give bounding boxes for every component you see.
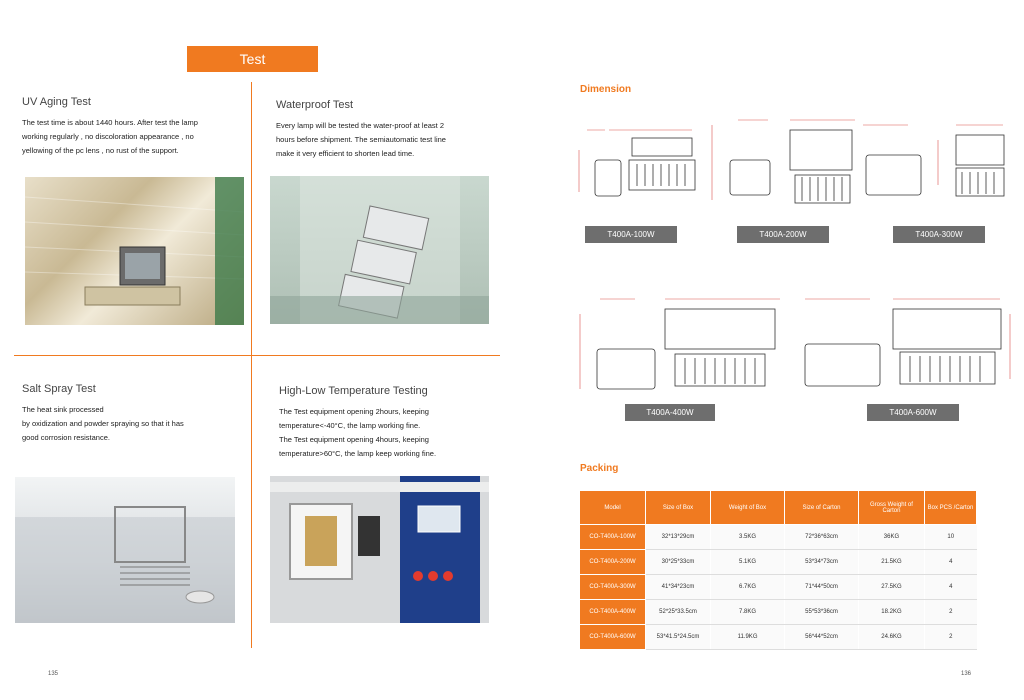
header-size-of-carton: Size of Carton (784, 490, 859, 525)
cell-gross-weight: 27.5KG (857, 574, 925, 600)
table-row: CO-T400A-300W 41*34*23cm 6.7KG 71*44*50c… (578, 574, 977, 600)
water-line-2: hours before shipment. The semiautomatic… (276, 135, 446, 144)
drawing-400w (575, 294, 785, 394)
cell-box-pcs: 10 (924, 524, 977, 550)
uv-aging-text: The test time is about 1440 hours. After… (22, 116, 247, 158)
water-line-1: Every lamp will be tested the water-proo… (276, 121, 444, 130)
cell-model: CO-T400A-400W (578, 599, 646, 625)
cell-size-of-box: 53*41.5*24.5cm (645, 624, 711, 650)
table-row: CO-T400A-200W 30*25*33cm 5.1KG 53*34*73c… (578, 549, 977, 575)
uv-aging-photo (25, 177, 244, 325)
dimension-title: Dimension (580, 84, 632, 95)
divider-horizontal (14, 355, 500, 356)
table-row: CO-T400A-400W 52*25*33.5cm 7.8KG 55*53*3… (578, 599, 977, 625)
cell-gross-weight: 36KG (857, 524, 925, 550)
cell-gross-weight: 21.5KG (857, 549, 925, 575)
temp-test-text: The Test equipment opening 2hours, keepi… (279, 405, 501, 461)
drawing-600w (795, 294, 1017, 394)
cell-box-pcs: 4 (924, 574, 977, 600)
cell-model: CO-T400A-600W (578, 624, 646, 650)
cell-box-pcs: 4 (924, 549, 977, 575)
cell-size-of-box: 32*13*29cm (645, 524, 711, 550)
technical-drawing-icon (863, 124, 1005, 197)
uv-line-2: working regularly , no discoloration app… (22, 132, 194, 141)
cell-model: CO-T400A-300W (578, 574, 646, 600)
cell-weight-of-box: 3.5KG (709, 524, 785, 550)
cell-weight-of-box: 5.1KG (709, 549, 785, 575)
cell-box-pcs: 2 (924, 599, 977, 625)
technical-drawing-icon (711, 119, 855, 204)
cell-size-of-box: 41*34*23cm (645, 574, 711, 600)
header-size-of-box: Size of Box (645, 490, 711, 525)
temp-test-photo (270, 476, 489, 623)
waterproof-lamp-illustration (270, 176, 489, 324)
temp-chamber-illustration (270, 476, 489, 623)
cell-model: CO-T400A-200W (578, 549, 646, 575)
label-300w: T400A-300W (893, 226, 985, 243)
test-banner: Test (187, 46, 318, 72)
header-weight-of-box: Weight of Box (709, 490, 786, 525)
salt-line-3: good corrosion resistance. (22, 433, 110, 442)
salt-spray-title: Salt Spray Test (22, 383, 96, 395)
salt-spray-text: The heat sink processed by oxidization a… (22, 403, 247, 445)
cell-size-of-carton: 56*44*52cm (784, 624, 859, 650)
waterproof-text: Every lamp will be tested the water-proo… (276, 119, 498, 161)
label-200w: T400A-200W (737, 226, 829, 243)
cell-weight-of-box: 6.7KG (709, 574, 785, 600)
technical-drawing-icon (579, 298, 780, 390)
page-number-left: 135 (48, 671, 59, 677)
drawing-100w (577, 120, 709, 216)
cell-gross-weight: 18.2KG (857, 599, 925, 625)
cell-box-pcs: 2 (924, 624, 977, 650)
uv-aging-title: UV Aging Test (22, 96, 91, 108)
cell-model: CO-T400A-100W (578, 524, 646, 550)
technical-drawing-icon (578, 129, 696, 197)
cell-size-of-carton: 72*36*63cm (784, 524, 859, 550)
cell-size-of-carton: 55*53*36cm (784, 599, 859, 625)
salt-spray-photo (15, 477, 235, 623)
cell-size-of-carton: 53*34*73cm (784, 549, 859, 575)
packing-title: Packing (580, 463, 619, 474)
temp-line-3: The Test equipment opening 4hours, keepi… (279, 435, 429, 444)
header-box-pcs: Box PCS /Carton (924, 490, 977, 525)
salt-line-1: The heat sink processed (22, 405, 104, 414)
cell-size-of-carton: 71*44*50cm (784, 574, 859, 600)
waterproof-title: Waterproof Test (276, 99, 354, 111)
cell-weight-of-box: 11.9KG (709, 624, 785, 650)
cell-size-of-box: 30*25*33cm (645, 549, 711, 575)
cell-size-of-box: 52*25*33.5cm (645, 599, 711, 625)
label-600w: T400A-600W (867, 404, 959, 421)
packing-header-row: Model Size of Box Weight of Box Size of … (578, 490, 977, 525)
temp-line-2: temperature<-40°C, the lamp working fine… (279, 421, 421, 430)
divider-vertical (251, 82, 252, 648)
table-row: CO-T400A-100W 32*13*29cm 3.5KG 72*36*63c… (578, 524, 977, 550)
header-model: Model (578, 490, 647, 525)
label-400w: T400A-400W (625, 404, 715, 421)
header-gross-weight: Gross Weight of Carton (857, 490, 926, 525)
page-number-right: 136 (961, 671, 972, 677)
uv-line-3: yellowing of the pc lens , no rust of th… (22, 146, 179, 155)
uv-chamber-illustration (25, 177, 244, 325)
cell-weight-of-box: 7.8KG (709, 599, 785, 625)
uv-line-1: The test time is about 1440 hours. After… (22, 118, 198, 127)
technical-drawing-icon (804, 298, 1011, 387)
drawing-200w (710, 115, 858, 215)
temp-line-4: temperature>60°C, the lamp keep working … (279, 449, 437, 458)
salt-line-2: by oxidization and powder spraying so th… (22, 419, 184, 428)
table-row: CO-T400A-600W 53*41.5*24.5cm 11.9KG 56*4… (578, 624, 977, 650)
packing-table: Model Size of Box Weight of Box Size of … (578, 490, 977, 650)
water-line-3: make it very efficient to shorten lead t… (276, 149, 415, 158)
drawing-300w (858, 120, 1008, 218)
salt-spray-chamber-illustration (15, 506, 235, 623)
temp-test-title: High-Low Temperature Testing (279, 385, 428, 397)
waterproof-photo (270, 176, 489, 324)
temp-line-1: The Test equipment opening 2hours, keepi… (279, 407, 429, 416)
cell-gross-weight: 24.6KG (857, 624, 925, 650)
label-100w: T400A-100W (585, 226, 677, 243)
